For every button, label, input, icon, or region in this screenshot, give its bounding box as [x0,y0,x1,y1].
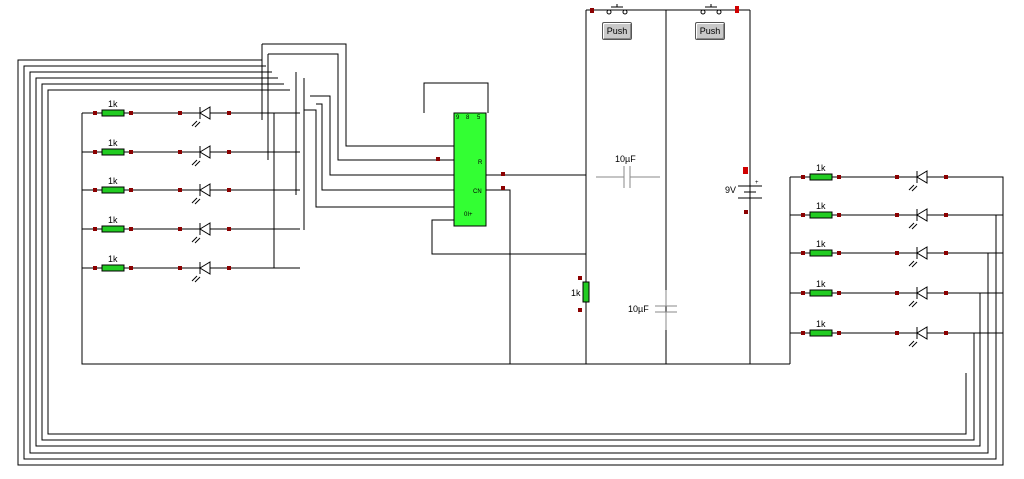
chip-pin-q8: 8 [466,115,470,121]
resistor [809,249,833,257]
right-led-row: 1k [790,201,1003,230]
resistor [809,211,833,219]
capacitor-top: 10µF [596,154,660,188]
led-icon [199,222,211,236]
led-icon [916,326,928,340]
chip-pin-q5: 5 [477,115,481,121]
left-led-row: 1k [82,254,274,283]
chip-pin-q9: 9 [456,115,460,121]
resistor-label: 1k [108,99,118,109]
resistor [101,186,125,194]
resistor-label: 1k [108,215,118,225]
capacitor-bottom-label: 10µF [628,304,649,314]
resistor-label: 1k [816,163,826,173]
resistor [101,148,125,156]
led-icon [199,183,211,197]
resistor-label: 1k [108,254,118,264]
chip-pin-r: R [478,160,483,166]
right-led-row: 1k [790,239,1003,268]
push-button-1[interactable]: Push [602,22,632,40]
capacitor-top-label: 10µF [615,154,636,164]
resistor [101,264,125,272]
led-icon [916,208,928,222]
led-icon [199,106,211,120]
timing-resistor: 1k [571,276,590,312]
right-led-row: 1k [790,279,1003,308]
led-icon [199,261,211,275]
chip-pin-clk: CN [473,189,482,195]
chip-body [453,112,487,227]
resistor-label: 1k [816,279,826,289]
push-switch-section [585,4,751,364]
capacitor-bottom: 10µF [628,290,677,330]
right-led-rows: 1k 1k 1k 1k 1k [790,163,1003,348]
resistor [101,109,125,117]
led-icon [916,246,928,260]
resistor-label: 1k [108,176,118,186]
led-icon [916,286,928,300]
left-led-row: 1k [82,99,274,128]
left-led-rows: 1k 1k 1k 1k 1k [82,99,300,283]
svg-text:+: + [755,180,759,186]
led-icon [916,170,928,184]
battery-label: 9V [725,185,736,195]
left-led-row: 1k [82,138,274,167]
chip-pin-out: 0I+ [464,212,473,218]
led-icon [199,145,211,159]
right-led-row: 1k [790,319,1003,348]
left-bus-wires [17,43,1004,466]
resistor-label: 1k [816,239,826,249]
left-led-row: 1k [82,215,274,244]
left-led-row: 1k [82,176,274,205]
timing-resistor-label: 1k [571,288,581,298]
resistor [809,329,833,337]
ground-rail [81,113,790,365]
battery: 9V + [725,167,762,214]
right-led-row: 1k [790,163,1003,192]
resistor-label: 1k [816,319,826,329]
resistor-label: 1k [108,138,118,148]
resistor [101,225,125,233]
push-button-2[interactable]: Push [695,22,725,40]
resistor [809,173,833,181]
resistor-label: 1k [816,201,826,211]
resistor [809,289,833,297]
counter-chip: 9 8 5 R CN 0I+ [423,82,586,364]
